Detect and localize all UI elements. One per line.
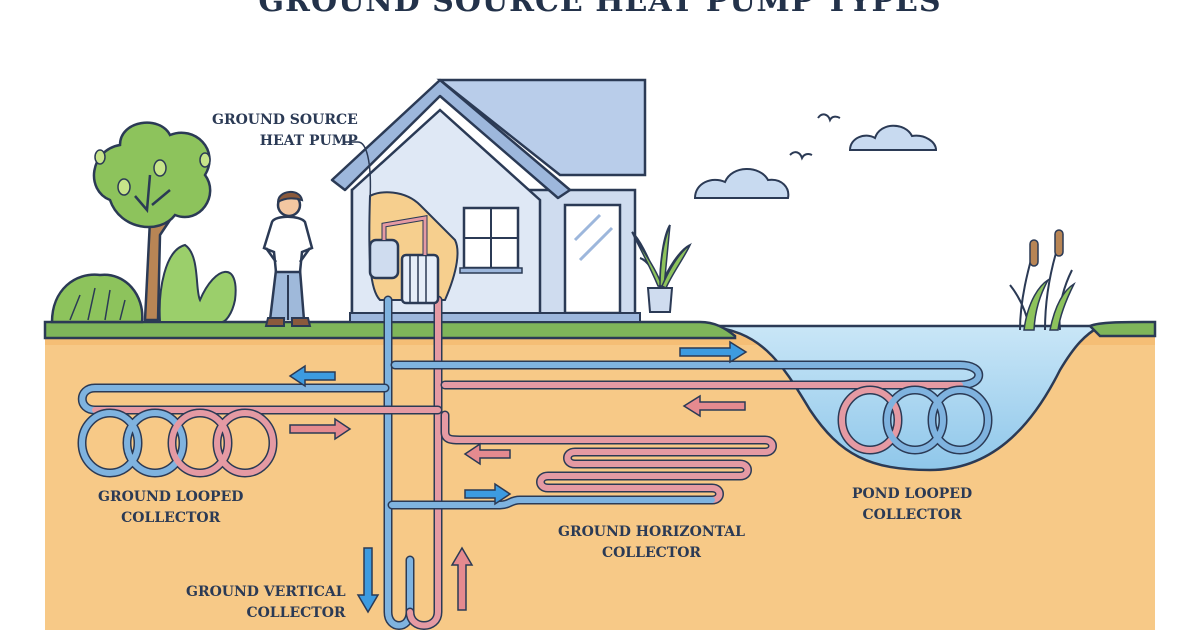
label-heat-pump: GROUND SOURCE HEAT PUMP — [212, 110, 358, 152]
bushes — [50, 243, 237, 324]
person — [262, 191, 314, 327]
page-title: GROUND SOURCE HEAT PUMP TYPES — [258, 0, 942, 19]
house — [330, 78, 647, 323]
arrow-loop-out — [288, 364, 336, 388]
arrow-horizontal-out — [464, 482, 512, 506]
label-ground-looped: GROUND LOOPED COLLECTOR — [98, 487, 243, 529]
arrow-loop-return — [289, 417, 352, 441]
vertical-collector — [383, 295, 443, 630]
label-ground-vertical: GROUND VERTICAL COLLECTOR — [186, 582, 346, 624]
heat-pump-leader-line — [345, 141, 372, 201]
pond-collector — [390, 360, 993, 455]
arrow-vertical-up — [450, 546, 474, 611]
label-line: GROUND HORIZONTAL — [558, 524, 745, 540]
label-line: GROUND LOOPED — [98, 489, 244, 505]
label-pond-looped: POND LOOPED COLLECTOR — [852, 484, 972, 526]
ground-looped-collector — [77, 383, 443, 478]
label-line: POND LOOPED — [852, 486, 973, 502]
tree — [92, 121, 212, 322]
label-line: COLLECTOR — [601, 545, 702, 561]
arrow-vertical-down — [356, 547, 380, 614]
horizontal-collector — [387, 410, 777, 510]
arrow-pond-return — [682, 394, 746, 418]
clouds — [693, 124, 938, 199]
label-line: GROUND VERTICAL — [186, 584, 346, 600]
label-line: GROUND SOURCE — [212, 112, 358, 128]
arrow-horizontal-return — [463, 442, 511, 466]
label-line: COLLECTOR — [246, 605, 346, 621]
potted-plant — [631, 224, 692, 313]
heat-pump-device — [368, 215, 440, 305]
grass-right — [1087, 320, 1157, 338]
label-line: HEAT PUMP — [259, 133, 358, 149]
birds — [789, 113, 841, 161]
reeds — [1009, 229, 1076, 331]
label-line: COLLECTOR — [862, 507, 962, 523]
label-line: COLLECTOR — [121, 510, 221, 526]
flow-arrows — [288, 340, 748, 614]
label-ground-horizontal: GROUND HORIZONTAL COLLECTOR — [558, 522, 745, 564]
arrow-pond-out — [679, 340, 748, 364]
